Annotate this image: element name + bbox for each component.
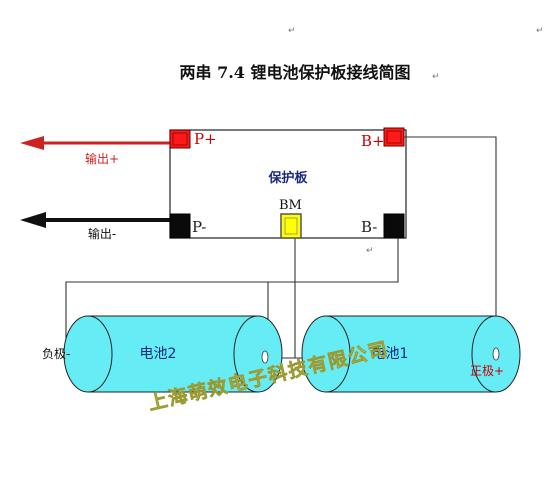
pad-bm-inner bbox=[284, 217, 298, 235]
wire-b-minus bbox=[268, 238, 399, 283]
battery1-label: 电池1 bbox=[372, 346, 409, 362]
paragraph-mark: ↵ bbox=[432, 72, 440, 82]
wire-negative bbox=[65, 281, 268, 352]
output-negative-label: 输出- bbox=[88, 226, 116, 241]
pad-p-plus bbox=[169, 129, 191, 149]
output-positive-label: 输出+ bbox=[85, 151, 119, 166]
pad-b-plus bbox=[383, 127, 405, 147]
paragraph-mark: ↵ bbox=[366, 246, 374, 256]
bm-label: BM bbox=[279, 198, 302, 213]
pad-p-minus bbox=[169, 213, 191, 239]
wire-b-plus bbox=[404, 136, 497, 352]
battery1-terminal bbox=[492, 347, 500, 361]
b-minus-label: B- bbox=[361, 218, 377, 236]
pad-p-plus-inner bbox=[172, 132, 188, 146]
pad-bm bbox=[280, 213, 302, 239]
p-minus-label: P- bbox=[192, 218, 206, 236]
paragraph-mark: ↵ bbox=[536, 26, 544, 36]
battery-cell-2 bbox=[63, 315, 283, 393]
battery2-label: 电池2 bbox=[140, 346, 177, 362]
output-negative-arrow bbox=[20, 212, 170, 228]
b-plus-label: B+ bbox=[361, 132, 385, 150]
page-title: 两串 7.4 锂电池保护板接线简图 bbox=[180, 63, 411, 82]
battery2-terminal bbox=[261, 350, 269, 364]
pad-b-plus-inner bbox=[386, 130, 402, 144]
positive-terminal-label: 正极+ bbox=[470, 364, 504, 378]
paragraph-mark: ↵ bbox=[288, 26, 296, 36]
pad-b-minus bbox=[383, 213, 405, 239]
battery-cell-1 bbox=[301, 315, 521, 393]
p-plus-label: P+ bbox=[194, 130, 217, 148]
negative-terminal-label: 负极- bbox=[42, 347, 70, 361]
board-label: 保护板 bbox=[267, 170, 308, 186]
output-positive-arrow bbox=[20, 136, 170, 150]
wiring bbox=[65, 136, 497, 359]
